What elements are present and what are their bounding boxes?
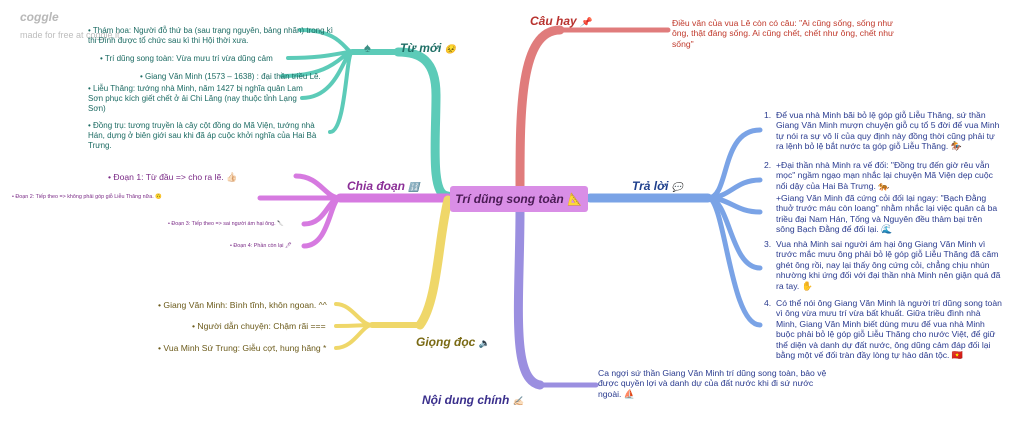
chia-doan-connectors [257, 173, 453, 249]
cau-hay-quote: Điều văn của vua Lê còn có câu: "Ai cũng… [672, 18, 894, 49]
persevering-face-icon: 😣 [444, 44, 456, 54]
giong-doc-item: Giang Văn Minh: Bình tĩnh, khôn ngoan. ^… [158, 300, 326, 310]
tra-loi-item: +Giang Văn Minh đã cứng cỏi đối lại ngay… [776, 193, 998, 235]
tu-moi-item: Giang Văn Minh (1573 – 1638) : đại thần … [140, 72, 350, 82]
tra-loi-connectors [585, 127, 763, 328]
tra-loi-item: 4. Có thể nói ông Giang Văn Minh là ngườ… [764, 298, 1002, 361]
water-wave-icon: 🌊 [881, 224, 893, 235]
chia-doan-item: Đoạn 1: Từ đầu => cho ra lẽ. 👍🏻 [108, 172, 298, 183]
raised-hand-icon: ✋ [801, 280, 813, 291]
giong-doc-item: Người dẫn chuyện: Chậm rãi === [192, 321, 325, 331]
coggle-watermark-text: made for free at coggle.it [20, 30, 120, 40]
vietnam-flag-icon: 🇻🇳 [951, 350, 964, 361]
branch-giong-doc-label: Giọng đọc [416, 335, 476, 349]
branch-chia-doan[interactable]: Chia đoạn 🔢 [347, 179, 420, 194]
sailboat-icon: ⛵ [623, 388, 636, 399]
numbers-icon: 🔢 [408, 182, 420, 192]
noi-dung-connectors [513, 205, 599, 390]
horse-racing-icon: 🏇 [950, 141, 962, 152]
writing-hand-icon: ✍🏻 [512, 396, 524, 406]
tu-moi-item: Thám hoa: Người đỗ thứ ba (sau trạng ngu… [88, 26, 338, 46]
central-node-label: Trí dũng song toàn [455, 191, 564, 206]
spade-icon: ♠ [364, 40, 371, 55]
branch-noi-dung-chinh[interactable]: Nội dung chính ✍🏻 [422, 393, 524, 408]
tiger-icon: 🐅 [878, 180, 890, 191]
pushpin-icon: 📌 [580, 17, 592, 27]
branch-cau-hay-label: Câu hay [530, 14, 577, 28]
branch-tu-moi[interactable]: Từ mới 😣 [400, 41, 456, 56]
branch-noi-dung-chinh-label: Nội dung chính [422, 393, 510, 407]
noi-dung-text: Ca ngợi sứ thần Giang Văn Minh trí dũng … [598, 368, 827, 399]
giong-doc-connectors [334, 195, 453, 350]
chia-doan-item: Đoạn 2: Tiếp theo => không phải góp giỗ … [12, 194, 262, 201]
knife-icon: 🔪 [277, 221, 284, 227]
pen-icon: 🖊 [284, 243, 292, 249]
branch-tra-loi[interactable]: Trả lời 💬 [632, 179, 683, 194]
branch-tra-loi-label: Trả lời [632, 179, 669, 193]
central-node[interactable]: Trí dũng song toàn 📐 [450, 186, 588, 212]
tu-moi-item: Đồng trụ: tương truyền là cây cột đồng d… [88, 121, 330, 150]
branch-cau-hay[interactable]: Câu hay 📌 [530, 14, 591, 29]
tu-moi-item: Trí dũng song toàn: Vừa mưu trí vừa dũng… [100, 54, 300, 64]
tu-moi-item: Liễu Thăng: tướng nhà Minh, năm 1427 bị … [88, 84, 306, 113]
branch-chia-doan-label: Chia đoạn [347, 179, 406, 193]
thumbs-up-icon: 👍🏻 [226, 172, 238, 182]
chia-doan-item: Đoạn 3: Tiếp theo => sai người ám hại ôn… [168, 221, 308, 228]
branch-giong-doc[interactable]: Giọng đọc 🔈 [416, 335, 490, 350]
branch-tu-moi-label: Từ mới [400, 41, 442, 55]
speech-bubble-icon: 💬 [671, 182, 684, 192]
coggle-logo: coggle [20, 10, 59, 24]
ruler-icon: 📐 [567, 191, 583, 206]
upside-down-face-icon: 🙃 [155, 194, 162, 200]
tra-loi-item: 3. Vua nhà Minh sai người ám hại ông Gia… [764, 239, 1001, 291]
giong-doc-item: Vua Minh Sứ Trung: Giễu cợt, hung hăng * [158, 343, 326, 353]
chia-doan-item: Đoạn 4: Phần còn lại 🖊 [230, 243, 310, 250]
speaker-icon: 🔈 [478, 338, 490, 348]
cau-hay-connectors [515, 25, 671, 193]
tra-loi-item: 1. Để vua nhà Minh bãi bỏ lệ góp giỗ Liễ… [764, 110, 1000, 152]
tra-loi-item: 2. +Đại thần nhà Minh ra vế đối: "Đồng t… [764, 160, 993, 191]
